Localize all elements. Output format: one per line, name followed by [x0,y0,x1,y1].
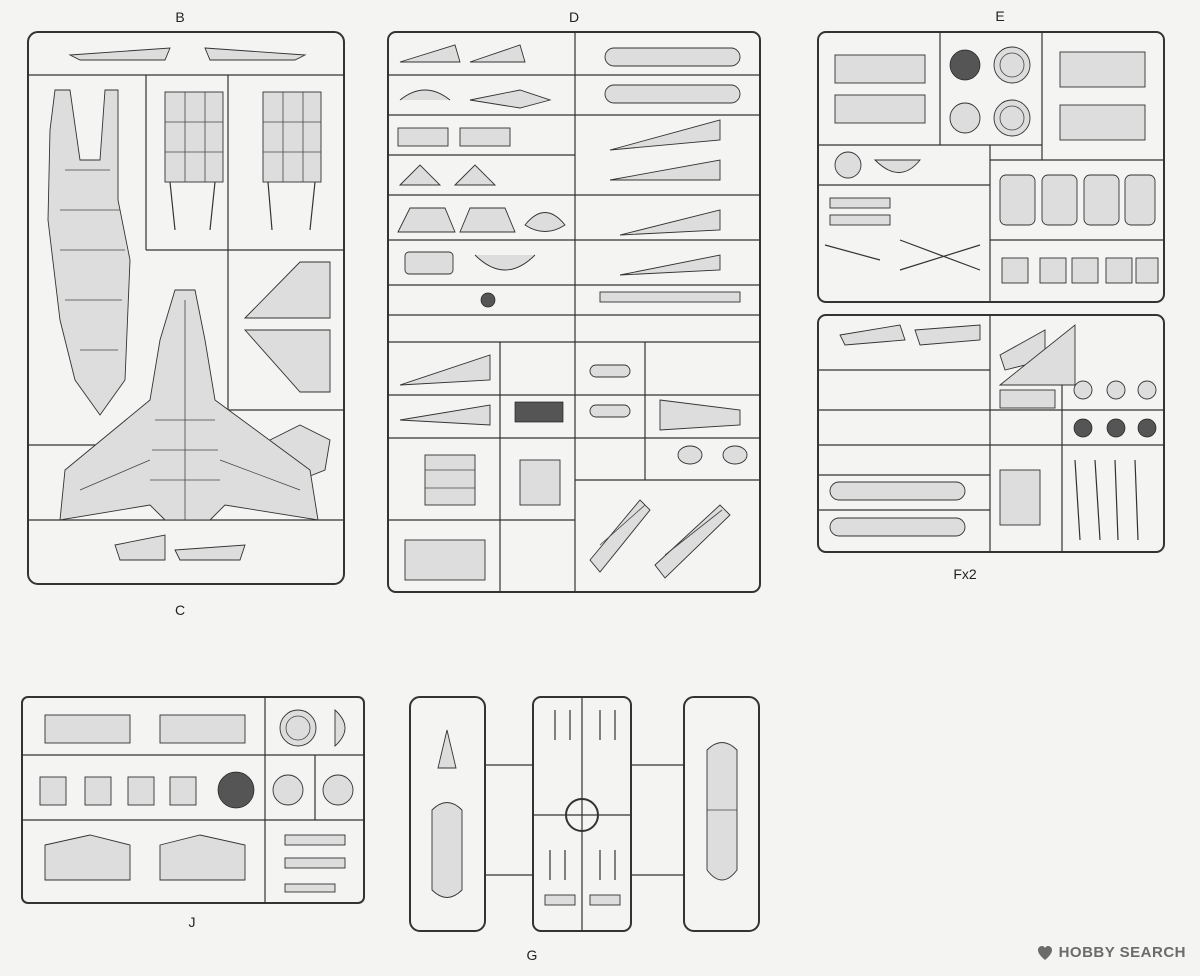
sprue-d-frame [387,31,761,593]
hobby-search-logo-icon [1037,945,1052,960]
sprue-d-parts [397,44,748,581]
sprue-e-frame [817,31,1165,303]
watermark: HOBBY SEARCH [1037,944,1186,961]
sprue-label-d: D [568,9,580,25]
sprue-b-parts [47,47,331,481]
sprue-j-parts [39,708,354,893]
sprue-c-parts [59,289,319,561]
sprue-f-parts [829,324,1157,541]
sprue-g-parts [431,710,738,906]
sprue-bc-frame [27,31,345,585]
watermark-text: HOBBY SEARCH [1058,944,1186,961]
sprue-label-f: Fx2 [953,566,977,582]
sprue-g-frame [409,696,760,932]
sprue-label-c: C [174,602,186,618]
sprue-label-e: E [995,8,1005,24]
sprue-label-b: B [175,9,185,25]
sprue-j-frame [21,696,365,904]
sprue-label-j: J [188,914,196,930]
sprue-f-frame [817,314,1165,553]
sprue-e-parts [824,46,1159,284]
sprue-label-g: G [526,947,538,963]
